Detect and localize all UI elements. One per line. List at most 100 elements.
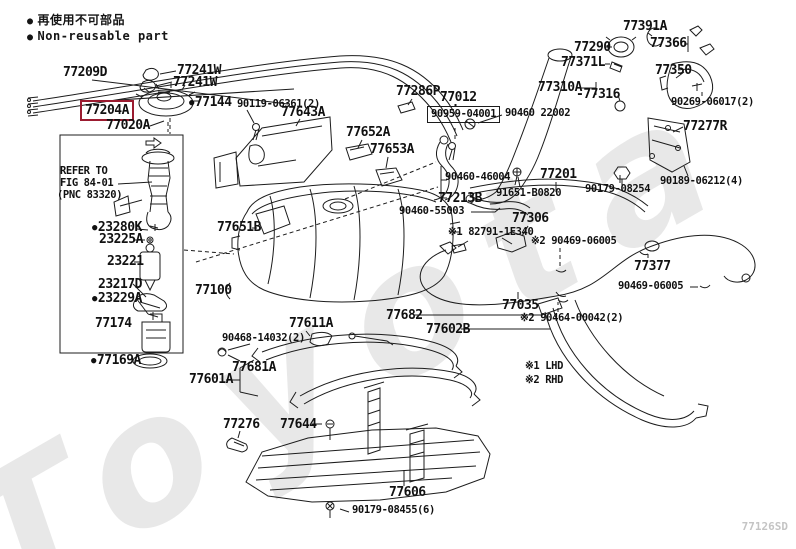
legend-line-en: ●Non-reusable part (27, 29, 169, 43)
part-label-77012[interactable]: 77012 (440, 90, 477, 105)
part-label-77276[interactable]: 77276 (223, 417, 260, 432)
part-label-2RHD: ※2 RHD (525, 374, 564, 386)
non-reusable-bullet-icon: ● (27, 16, 34, 27)
part-label-77682[interactable]: 77682 (386, 308, 423, 323)
part-label-90119063612[interactable]: 90119-06361(2) (237, 98, 320, 110)
part-label-77377[interactable]: 77377 (634, 259, 671, 274)
part-label-23221[interactable]: 23221 (107, 254, 144, 269)
bolt-drawing-91651 (512, 167, 522, 186)
part-label-77350[interactable]: 77350 (655, 63, 692, 78)
part-label-9046046004[interactable]: 90460-46004 (445, 171, 511, 183)
bracket-77652A-drawing (345, 143, 373, 161)
part-label-77606[interactable]: 77606 (389, 485, 426, 500)
part-label-77371L[interactable]: 77371L (561, 55, 605, 70)
part-label-77277R[interactable]: 77277R (683, 119, 727, 134)
fuel-tank-drawing (231, 183, 461, 303)
part-label-77020A[interactable]: 77020A (106, 118, 150, 133)
part-label-91651B0820[interactable]: 91651-B0820 (496, 187, 562, 199)
breather-tube-drawing (469, 166, 649, 213)
tank-band-drawings (217, 331, 481, 409)
figure-code: 77126SD (741, 520, 788, 533)
tube-clamp-drawings (139, 67, 159, 93)
part-label-77644[interactable]: 77644 (280, 417, 317, 432)
non-reusable-bullet-icon: ● (91, 356, 96, 366)
part-label-77174[interactable]: 77174 (95, 316, 132, 331)
part-label-77100[interactable]: 77100 (195, 283, 232, 298)
pump-plate-drawing (135, 83, 199, 117)
part-label-77286P[interactable]: 77286P (396, 84, 440, 99)
part-label-1827911E340[interactable]: ※1 82791-1E340 (448, 226, 534, 238)
part-label-77204A[interactable]: 77204A (80, 100, 134, 121)
part-label-77643A[interactable]: 77643A (281, 105, 325, 120)
part-label-77241W[interactable]: 77241W (177, 63, 221, 78)
part-label-29046906005[interactable]: ※2 90469-06005 (531, 235, 617, 247)
part-label-PNC83320: (PNC 83320) (57, 189, 123, 201)
part-label-77310A[interactable]: 77310A (538, 80, 582, 95)
leader-lines (91, 32, 698, 513)
shield-77651B-drawing (255, 205, 291, 235)
part-label-77601A[interactable]: 77601A (189, 372, 233, 387)
part-label-23280K[interactable]: ●23280K (92, 220, 142, 235)
filler-pipe-drawing (473, 48, 626, 205)
part-label-23225A[interactable]: 23225A (99, 232, 143, 247)
part-label-90179084556[interactable]: 90179-08455(6) (352, 504, 435, 516)
part-label-77201[interactable]: 77201 (540, 167, 577, 182)
part-label-9046055003[interactable]: 90460-55003 (399, 205, 465, 217)
part-label-1LHD: ※1 LHD (525, 360, 564, 372)
part-label-9095904001[interactable]: 90959-04001 (427, 106, 501, 123)
part-label-77144[interactable]: ●77144 (189, 95, 232, 110)
release-cable-drawing (419, 234, 756, 306)
part-label-77681A[interactable]: 77681A (232, 360, 276, 375)
part-label-77651B[interactable]: 77651B (217, 220, 261, 235)
non-reusable-bullet-icon: ● (27, 32, 34, 43)
protector-77643A-drawing (213, 116, 333, 189)
part-label-REFERTO: REFER TO (60, 165, 108, 177)
fuel-lid-77350-drawing (659, 61, 714, 109)
frame-post-drawings (363, 381, 429, 483)
dashed-construction-lines (167, 89, 703, 312)
part-label-77652A[interactable]: 77652A (346, 125, 390, 140)
bracket-77653A-drawing (375, 167, 403, 187)
legend-line-jp: ●再使用不可部品 (27, 13, 126, 27)
rear-band-drawings (537, 297, 709, 428)
part-label-77611A[interactable]: 77611A (289, 316, 333, 331)
part-label-77602B[interactable]: 77602B (426, 322, 470, 337)
ring-77391A-drawing (646, 27, 661, 47)
part-label-9046906005[interactable]: 90469-06005 (618, 280, 684, 292)
connector-77286P-drawing (397, 101, 416, 114)
part-label-77169A[interactable]: ●77169A (91, 353, 141, 368)
part-label-23217D[interactable]: 23217D (98, 277, 142, 292)
part-label-9017908254[interactable]: 90179-08254 (585, 183, 651, 195)
fuel-pump-module-drawing (113, 137, 175, 231)
part-label-77366[interactable]: 77366 (650, 36, 687, 51)
hardware-drawings (226, 419, 335, 518)
pump-small-parts-drawings (132, 224, 171, 353)
non-reusable-bullet-icon: ● (92, 223, 97, 233)
part-label-77035[interactable]: 77035 (502, 298, 539, 313)
part-label-90269060172[interactable]: 90269-06017(2) (671, 96, 754, 108)
part-label-FIG8401: FIG 84-01 (60, 177, 114, 189)
part-label-9046022002[interactable]: 90460 22002 (505, 107, 571, 119)
legend: ●再使用不可部品 ●Non-reusable part (27, 13, 169, 45)
bracket-77306-drawing (451, 231, 527, 254)
part-label-90189062124[interactable]: 90189-06212(4) (660, 175, 743, 187)
bolt-drawing (448, 142, 456, 161)
non-reusable-bullet-icon: ● (189, 98, 194, 108)
part-label-23229A[interactable]: ●23229A (92, 291, 142, 306)
part-label-77653A[interactable]: 77653A (370, 142, 414, 157)
pump-assembly-box (59, 134, 184, 354)
part-label-77391A[interactable]: 77391A (623, 19, 667, 34)
part-label-77241W[interactable]: 77241W (173, 75, 217, 90)
part-label-77213B[interactable]: 77213B (438, 191, 482, 206)
part-label-77290[interactable]: 77290 (574, 40, 611, 55)
skid-plate-drawing (245, 427, 491, 503)
part-label-77209D[interactable]: 77209D (63, 65, 107, 80)
non-reusable-bullet-icon: ● (92, 294, 97, 304)
part-label-90468140322[interactable]: 90468-14032(2) (222, 332, 305, 344)
part-label-290464000422[interactable]: ※2 90464-00042(2) (520, 312, 624, 324)
part-label-77316[interactable]: -77316 (576, 87, 620, 102)
part-label-77306[interactable]: 77306 (512, 211, 549, 226)
